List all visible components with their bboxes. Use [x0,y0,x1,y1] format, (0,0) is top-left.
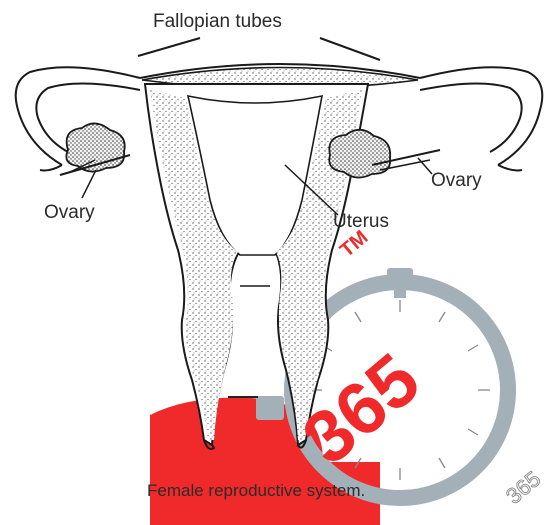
ovary-left [60,123,130,198]
ovary-right [329,130,440,178]
right-ovary-label: Ovary [431,171,482,190]
watermark-365-trail: 365 [501,466,545,509]
uterus-label: Uterus [333,212,389,231]
left-ovary-label: Ovary [44,203,95,222]
fallopian-tubes-label: Fallopian tubes [153,12,282,31]
diagram-caption: Female reproductive system. [147,482,365,499]
svg-text:365: 365 [501,466,545,509]
